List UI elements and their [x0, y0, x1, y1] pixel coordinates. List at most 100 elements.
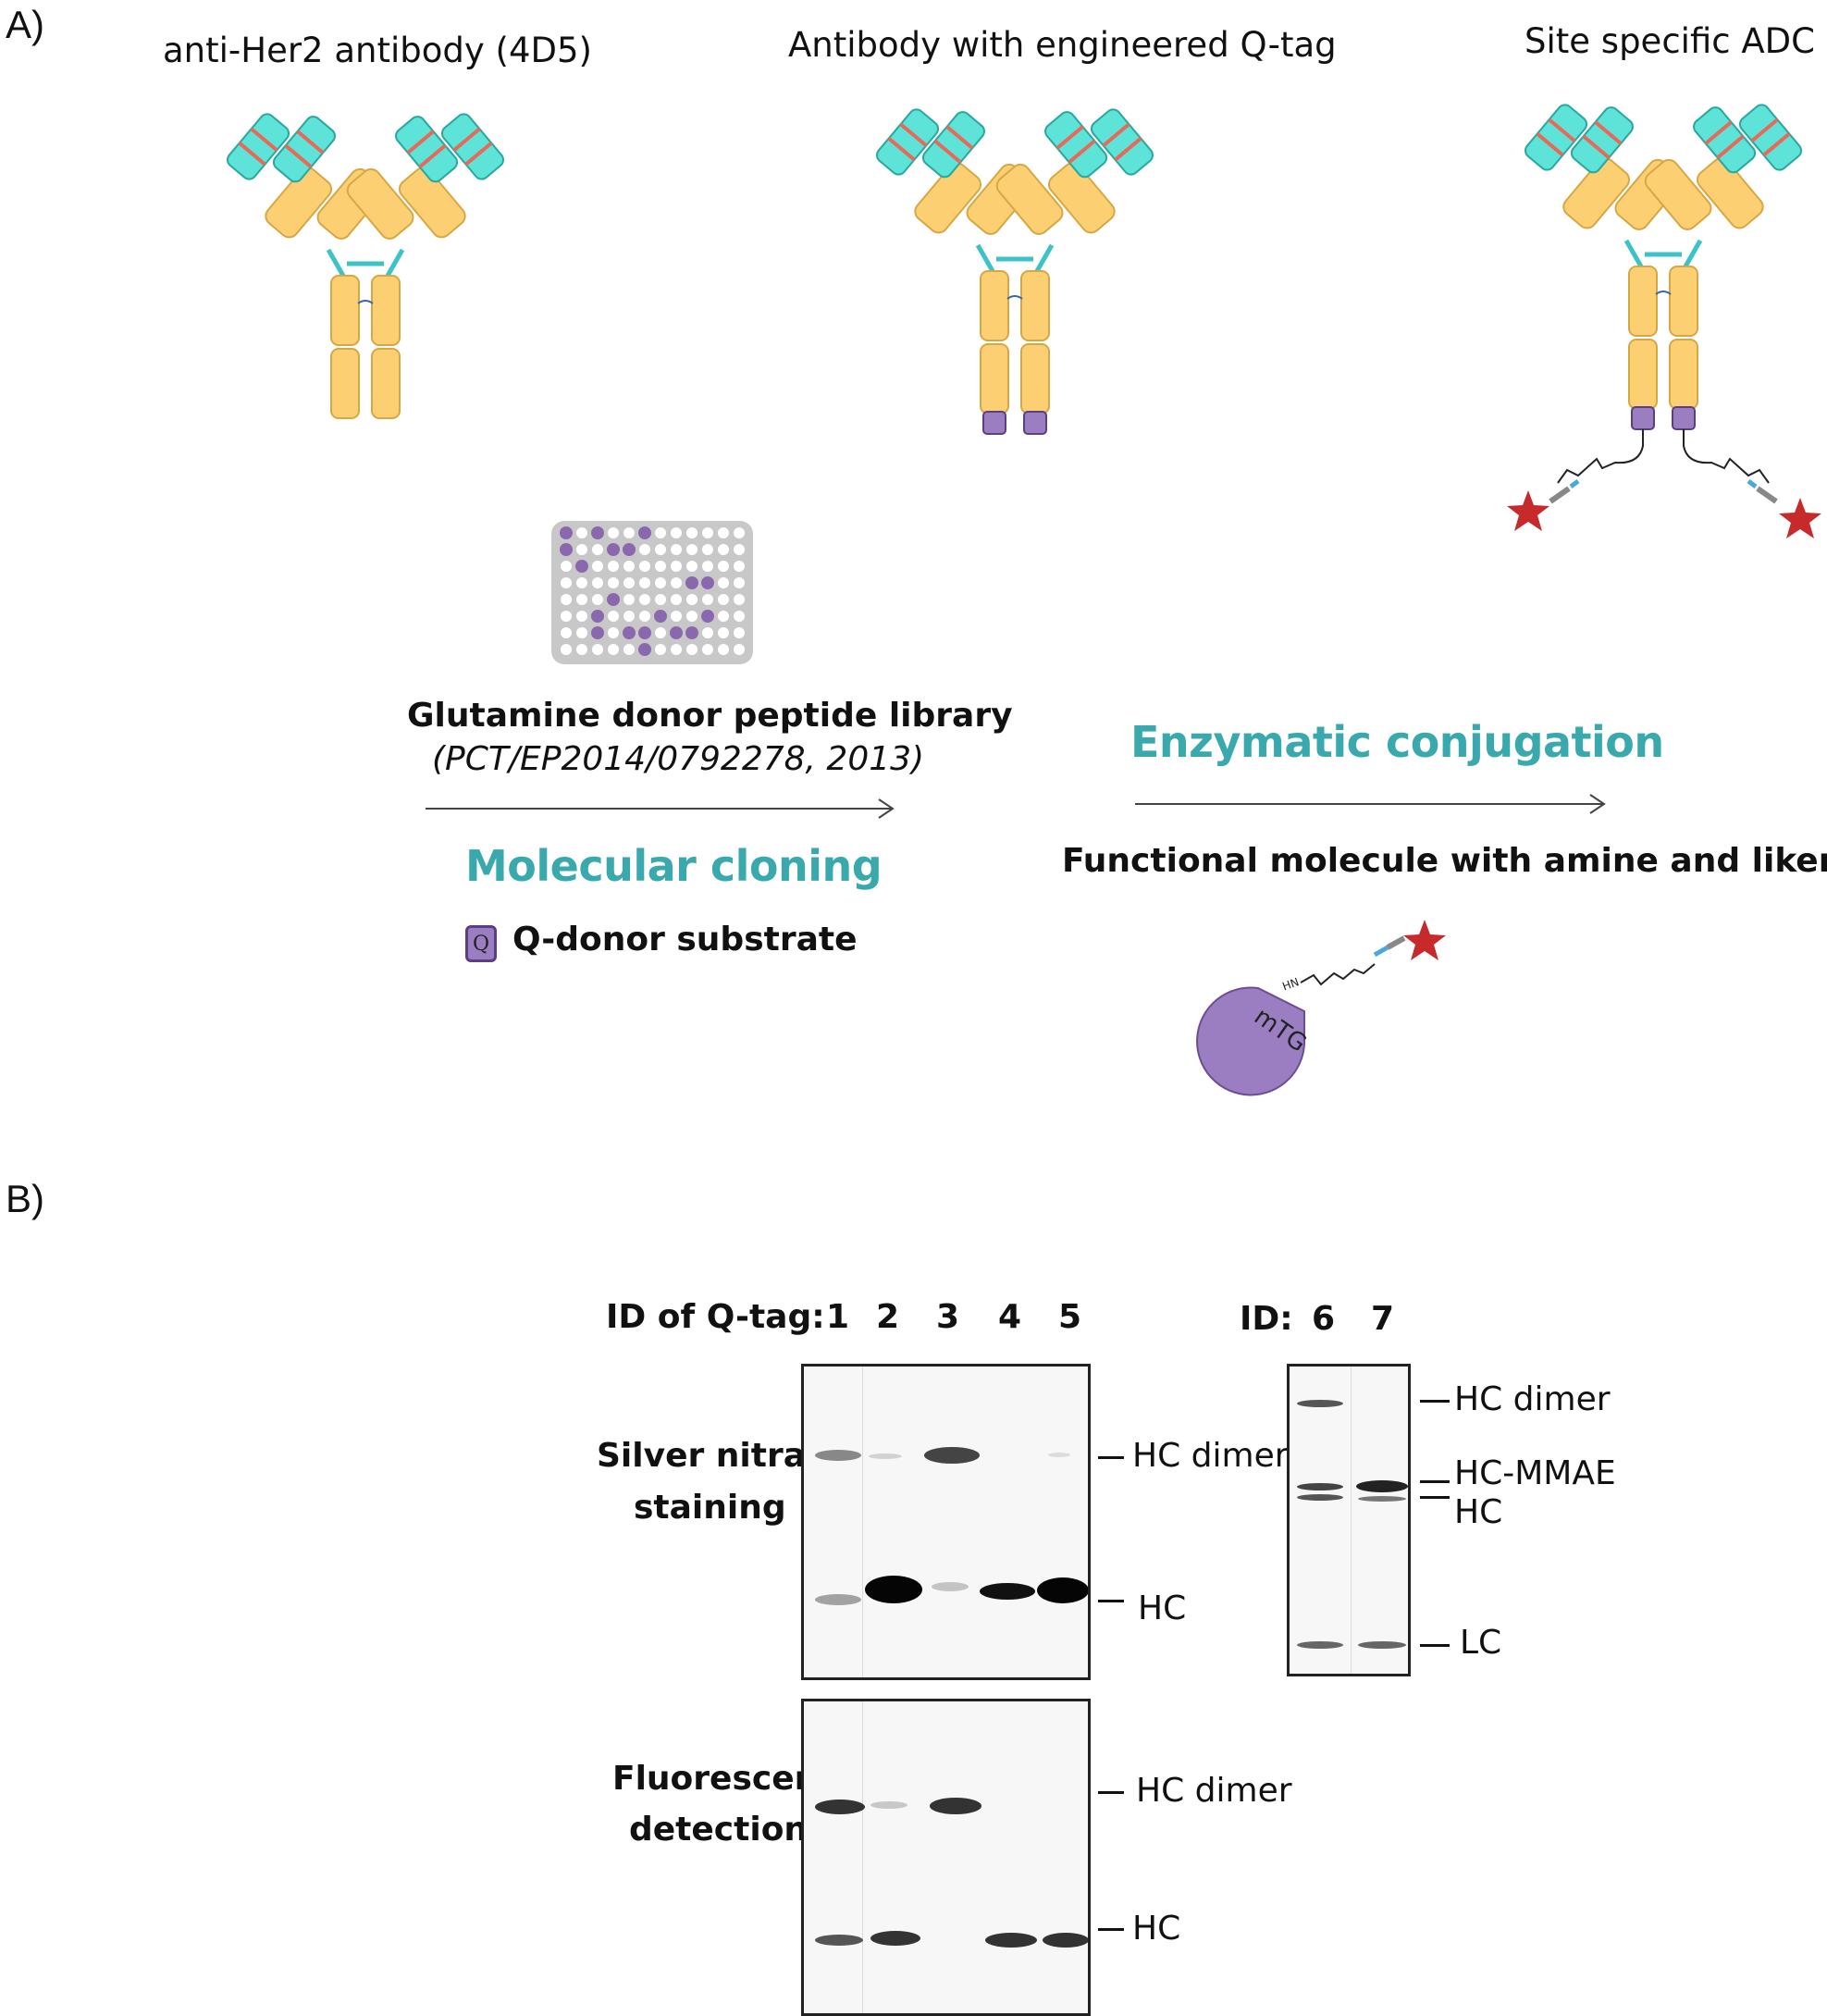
plate-well — [686, 527, 697, 538]
plate-well — [686, 611, 697, 622]
panel-b-label: B) — [6, 1177, 44, 1220]
plate-well — [655, 561, 666, 572]
peptide-library-plate-icon — [551, 521, 753, 664]
plate-well — [734, 644, 745, 655]
q-donor-legend-text: Q-donor substrate — [512, 921, 858, 959]
gel-band — [1048, 1453, 1070, 1457]
arrow-conjugation — [1135, 794, 1606, 814]
plate-well — [654, 610, 667, 623]
plate-well — [639, 611, 650, 622]
plate-well — [655, 594, 666, 605]
plate-well — [734, 527, 745, 538]
plate-well — [575, 560, 588, 573]
plate-well — [734, 577, 745, 588]
plate-well — [623, 611, 635, 622]
plate-well — [718, 611, 729, 622]
plate-well — [561, 627, 572, 638]
plate-well — [686, 561, 697, 572]
gel-band — [815, 1594, 861, 1605]
lane-label-2: 2 — [876, 1298, 900, 1336]
plate-well — [592, 577, 603, 588]
plate-well — [639, 594, 650, 605]
gel-band — [815, 1450, 861, 1461]
plate-well — [592, 544, 603, 555]
plate-well — [718, 594, 729, 605]
right-hc-dimer-tick — [1420, 1400, 1450, 1403]
plate-well — [734, 611, 745, 622]
plate-well — [638, 643, 651, 656]
adc-icon — [1507, 104, 1821, 538]
plate-well — [702, 561, 713, 572]
plate-well — [607, 593, 620, 606]
plate-well — [623, 561, 635, 572]
gel-band — [1037, 1577, 1088, 1603]
plate-well — [686, 544, 697, 555]
plate-well — [734, 627, 745, 638]
plate-well — [638, 526, 651, 539]
plate-well — [576, 627, 587, 638]
step-enzymatic-conjugation: Enzymatic conjugation — [1130, 717, 1664, 767]
plate-well — [671, 611, 682, 622]
step-molecular-cloning: Molecular cloning — [465, 841, 883, 891]
library-title: Glutamine donor peptide library — [407, 697, 1013, 735]
plate-well — [576, 594, 587, 605]
plate-well — [623, 543, 636, 556]
title-qtag-antibody: Antibody with engineered Q-tag — [788, 25, 1337, 65]
title-antibody: anti-Her2 antibody (4D5) — [163, 31, 592, 70]
plate-well — [576, 577, 587, 588]
plate-well — [686, 594, 697, 605]
plate-well — [608, 561, 619, 572]
plate-well — [685, 626, 698, 639]
plate-well — [591, 526, 604, 539]
plate-well — [718, 527, 729, 538]
arrow-cloning — [426, 798, 895, 819]
plate-well — [623, 577, 635, 588]
right-marker-hc-mmae: HC-MMAE — [1454, 1454, 1616, 1492]
gel-band — [865, 1576, 922, 1603]
right-hc-tick — [1420, 1496, 1450, 1499]
gel-band — [1358, 1641, 1406, 1649]
silver-marker-hc-dimer: HC dimer — [1132, 1437, 1289, 1475]
plate-well — [561, 561, 572, 572]
plate-well — [702, 594, 713, 605]
plate-well — [561, 611, 572, 622]
plate-well — [686, 644, 697, 655]
fluor-label-line2: detection — [629, 1811, 809, 1849]
plate-well — [718, 644, 729, 655]
gel-band — [924, 1447, 980, 1464]
plate-well — [718, 577, 729, 588]
plate-well — [608, 527, 619, 538]
right-marker-lc: LC — [1460, 1624, 1502, 1662]
fluor-marker-hc-dimer: HC dimer — [1136, 1772, 1292, 1810]
silver-label-line2: staining — [634, 1489, 786, 1527]
gel-band — [985, 1933, 1037, 1948]
gel-band — [1297, 1483, 1343, 1490]
plate-well — [592, 594, 603, 605]
gel-band — [1297, 1641, 1343, 1649]
library-reference: (PCT/EP2014/0792278, 2013) — [432, 740, 925, 778]
gel-band — [870, 1931, 920, 1946]
plate-well — [655, 544, 666, 555]
plate-well — [576, 544, 587, 555]
lane-label-5: 5 — [1058, 1298, 1082, 1336]
fluor-label-line1: Fluorescent — [612, 1760, 834, 1798]
right-hc-mmae-tick — [1420, 1480, 1450, 1483]
plate-well — [591, 626, 604, 639]
lane-label-3: 3 — [936, 1298, 960, 1336]
plate-well — [702, 544, 713, 555]
plate-well — [639, 544, 650, 555]
amine-label: HN — [1280, 975, 1301, 993]
plate-well — [638, 626, 651, 639]
title-adc: Site specific ADC — [1525, 21, 1815, 61]
plate-well — [608, 627, 619, 638]
right-lc-tick — [1420, 1644, 1450, 1647]
gel-band — [932, 1582, 969, 1591]
gel-band — [1358, 1496, 1406, 1502]
plate-well — [608, 644, 619, 655]
plate-well — [607, 543, 620, 556]
fluorescent-gel — [801, 1699, 1091, 2016]
plate-well — [685, 576, 698, 589]
plate-well — [608, 577, 619, 588]
q-donor-legend-icon: Q — [465, 925, 497, 962]
plate-well — [592, 644, 603, 655]
